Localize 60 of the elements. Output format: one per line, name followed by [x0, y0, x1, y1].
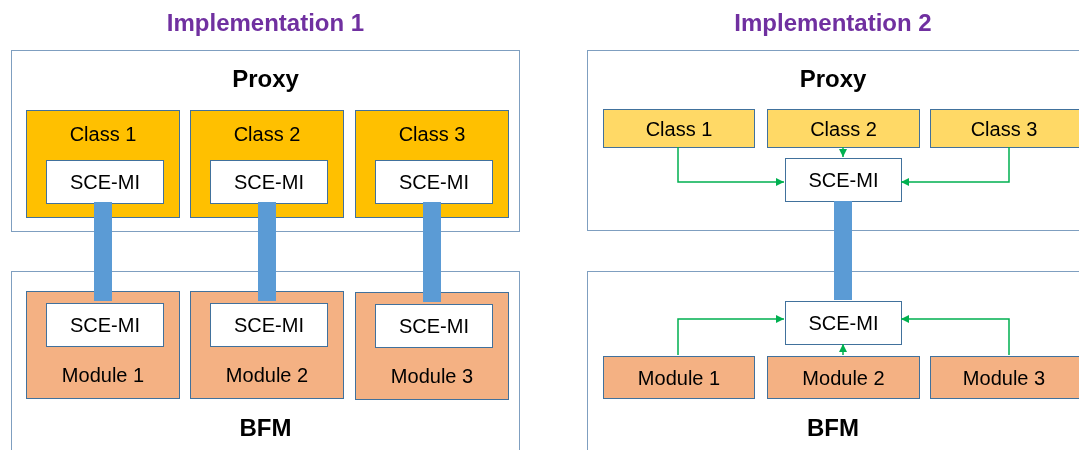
box-label: Class 2: [233, 123, 301, 145]
panel: [11, 50, 520, 232]
interface-box: [375, 160, 493, 204]
module-box: [190, 291, 344, 399]
box-label: SCE-MI: [70, 313, 140, 338]
pipe-connector: [94, 202, 112, 301]
box-label: BFM: [239, 414, 292, 441]
module-box: [930, 356, 1079, 399]
box-label: Module 1: [61, 364, 145, 386]
box-label: Class 2: [810, 116, 877, 142]
class-box: [355, 110, 509, 218]
interface-box: [785, 301, 902, 345]
box-label: SCE-MI: [808, 311, 879, 336]
module-box: [355, 292, 509, 400]
interface-box: [210, 160, 328, 204]
interface-box: [785, 158, 902, 202]
box-label: Module 1: [637, 365, 721, 391]
pipe-connector: [423, 202, 441, 302]
pipe-connector: [834, 201, 852, 300]
interface-box: [46, 303, 164, 347]
interface-box: [375, 304, 493, 348]
arrow: [839, 343, 847, 356]
arrow: [677, 315, 785, 356]
section-heading: Implementation 1: [165, 8, 366, 38]
arrow: [839, 146, 847, 158]
class-box: [930, 109, 1079, 148]
box-label: Module 2: [225, 364, 309, 386]
box-label: Proxy: [799, 65, 867, 92]
box-label: SCE-MI: [70, 170, 140, 195]
arrow: [900, 315, 1010, 356]
module-box: [603, 356, 755, 399]
box-label: Class 3: [970, 116, 1038, 142]
box-label: BFM: [807, 414, 859, 441]
box-label: SCE-MI: [234, 313, 304, 338]
box-label: Class 3: [398, 123, 466, 145]
box-label: SCE-MI: [808, 168, 879, 193]
box-label: SCE-MI: [234, 170, 304, 195]
class-box: [603, 109, 755, 148]
module-box: [26, 291, 180, 399]
class-box: [767, 109, 920, 148]
box-label: SCE-MI: [399, 314, 469, 339]
box-label: Proxy: [232, 65, 299, 92]
box-label: SCE-MI: [399, 170, 469, 195]
section-heading: Implementation 2: [733, 8, 933, 38]
panel: [587, 271, 1079, 450]
class-box: [190, 110, 344, 218]
box-label: Class 1: [645, 116, 713, 142]
interface-box: [46, 160, 164, 204]
panel: [587, 50, 1079, 231]
module-box: [767, 356, 920, 399]
interface-box: [210, 303, 328, 347]
box-label: Module 2: [802, 365, 885, 391]
box-label: Module 3: [962, 365, 1046, 391]
box-label: Module 3: [390, 365, 474, 387]
class-box: [26, 110, 180, 218]
panel: [11, 271, 520, 450]
box-label: Class 1: [69, 123, 137, 145]
arrow: [900, 146, 1010, 186]
arrow: [677, 146, 785, 186]
pipe-connector: [258, 202, 276, 301]
